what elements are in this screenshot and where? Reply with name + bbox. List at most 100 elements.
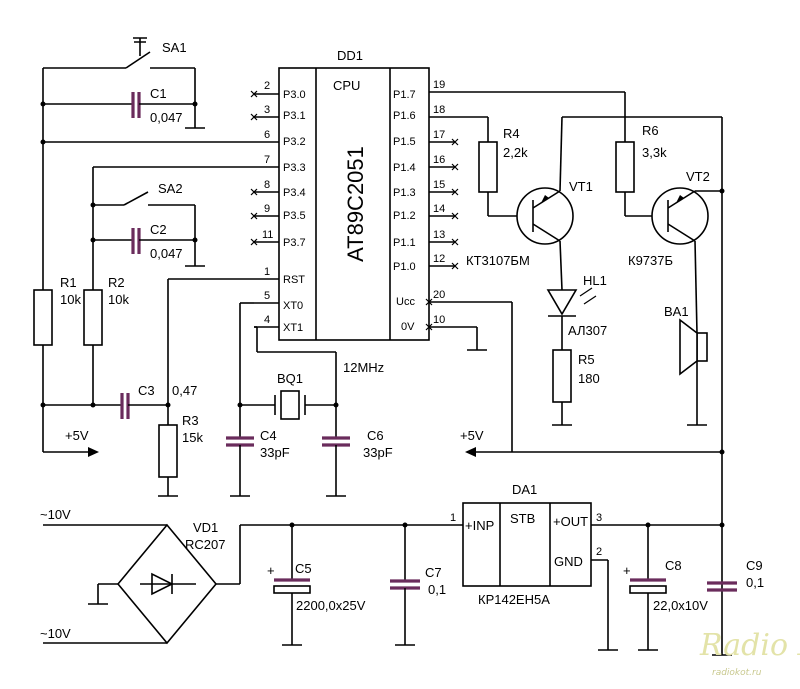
vd1-ref: VD1 [193, 520, 218, 535]
pin-label-p15: P1.5 [393, 136, 416, 148]
r3-value: 15k [182, 430, 203, 445]
svg-text:+: + [267, 563, 275, 578]
pin-number-10: 10 [433, 314, 445, 326]
r6-value: 3,3k [642, 145, 667, 160]
c7-value: 0,1 [428, 582, 446, 597]
da1-pin-stb: STB [510, 511, 535, 526]
led-light-rays-icon [579, 287, 597, 305]
c5-ref: C5 [295, 561, 312, 576]
sa2-c2-network: SA2 C2 0,047 [92, 166, 254, 290]
vt1-transistor-circle [516, 187, 574, 245]
pin-label-p37: P3.7 [283, 237, 306, 249]
pin-label-xt0: XT0 [283, 300, 303, 312]
r6-body [615, 141, 635, 193]
hl1-part: АЛ307 [568, 323, 607, 338]
da1-pin-inp: +INP [465, 518, 494, 533]
bq1-crystal-body [280, 390, 300, 420]
hl1-led-icon [546, 289, 578, 316]
mcu-part-number: AT89C2051 [343, 146, 368, 262]
no-connect-markers [250, 90, 459, 331]
pin-number-12: 12 [433, 253, 445, 265]
pin-label-p35: P3.5 [283, 210, 306, 222]
c7-ref: C7 [425, 565, 442, 580]
pin-number-2: 2 [264, 80, 270, 92]
junction-dots [40, 101, 725, 528]
r5-value: 180 [578, 371, 600, 386]
svg-text:+: + [623, 563, 631, 578]
da1-pin-number-3: 3 [596, 512, 602, 524]
r2-body [83, 289, 103, 346]
supply-label-right: +5V [460, 428, 484, 443]
pin-label-p12: P1.2 [393, 210, 416, 222]
da1-pin-out: +OUT [553, 514, 588, 529]
r1-ref: R1 [60, 275, 77, 290]
sa1-button-icon [133, 37, 147, 56]
pin-number-16: 16 [433, 154, 445, 166]
bq1-frequency: 12MHz [343, 360, 384, 375]
pin-label-p30: P3.0 [283, 89, 306, 101]
c6-ref: C6 [367, 428, 384, 443]
sa1-label: SA1 [162, 40, 187, 55]
pin-number-20: 20 [433, 289, 445, 301]
da1-pin-gnd: GND [554, 554, 583, 569]
pin-label-p16: P1.6 [393, 110, 416, 122]
da1-ref: DA1 [512, 482, 537, 497]
pin-label-p13: P1.3 [393, 187, 416, 199]
da1-regulator [462, 502, 592, 587]
power-supply: ~10V ~10V VD1 RC207 + C5 2200,0x25V C7 0… [40, 482, 764, 656]
vt2-buzzer-branch: R6 3,3k VT2 К9737Б BA1 [455, 91, 723, 655]
pin-number-14: 14 [433, 203, 445, 215]
ba1-buzzer-icon [696, 332, 708, 362]
r6-ref: R6 [642, 123, 659, 138]
pin-number-15: 15 [433, 179, 445, 191]
vt2-part: К9737Б [628, 253, 673, 268]
c5-plate-b [273, 585, 311, 594]
c9-value: 0,1 [746, 575, 764, 590]
mcu-ref: DD1 [337, 48, 363, 63]
da1-pin-number-1: 1 [450, 512, 456, 524]
c2-value: 0,047 [150, 246, 183, 261]
c8-value: 22,0x10V [653, 598, 708, 613]
r5-ref: R5 [578, 352, 595, 367]
vt2-transistor-circle [651, 187, 709, 245]
r4-value: 2,2k [503, 145, 528, 160]
pin-number-13: 13 [433, 229, 445, 241]
r2-value: 10k [108, 292, 129, 307]
pin-number-11: 11 [262, 229, 273, 241]
da1-pin-number-2: 2 [596, 546, 602, 558]
bq1-ref: BQ1 [277, 371, 303, 386]
pin-label-p34: P3.4 [283, 187, 306, 199]
ba1-ref: BA1 [664, 304, 689, 319]
pin-label-p17: P1.7 [393, 89, 416, 101]
r3-ref: R3 [182, 413, 199, 428]
r4-body [478, 141, 498, 193]
c4-value: 33pF [260, 445, 290, 460]
c9-ref: C9 [746, 558, 763, 573]
vt1-emitter-arrow-icon [541, 195, 549, 203]
c4-ref: C4 [260, 428, 277, 443]
pin-number-6: 6 [264, 129, 270, 141]
c5-value: 2200,0x25V [296, 598, 366, 613]
supply-label-left: +5V [65, 428, 89, 443]
pin-number-1: 1 [264, 266, 270, 278]
mcu-dd1: DD1 CPU AT89C2051 P3.0 P3.1 P3.2 P3.3 P3… [250, 48, 459, 341]
arrow-left-icon [465, 447, 476, 457]
pin-label-rst: RST [283, 274, 305, 286]
r2-ref: R2 [108, 275, 125, 290]
pin-label-ucc: Ucc [396, 296, 415, 308]
pin-label-xt1: XT1 [283, 322, 303, 334]
ac-input-label-top: ~10V [40, 507, 71, 522]
pin-label-p31: P3.1 [283, 110, 306, 122]
pin-number-4: 4 [264, 314, 270, 326]
mcu-cpu-label: CPU [333, 78, 360, 93]
c8-ref: C8 [665, 558, 682, 573]
vt1-ref: VT1 [569, 179, 593, 194]
c1-value: 0,047 [150, 110, 183, 125]
vt1-part: КТ3107БМ [466, 253, 530, 268]
r5-body [552, 349, 572, 403]
c3-value: 0,47 [172, 383, 197, 398]
c8-plate-b [629, 585, 667, 594]
c3-ref: C3 [138, 383, 155, 398]
